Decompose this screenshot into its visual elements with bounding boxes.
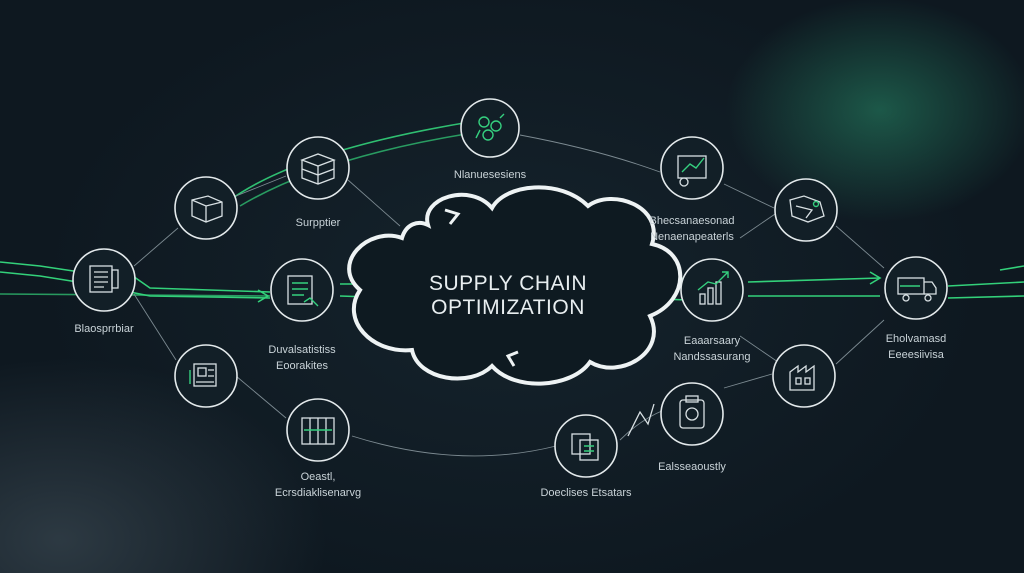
node-label: Nlanuesesiens [454,169,527,181]
node-label-line2: Ecrsdiaklisenarvg [275,487,361,499]
node-label: Blaosprrbiar [74,323,134,335]
node-sustainability[interactable]: Ealsseaoustly [627,382,726,473]
node-label-line1: Duvalsatistiss [268,344,336,356]
clipboard-icon [679,395,705,429]
logistics-map-icon [789,195,825,223]
shipment-boxes-icon [191,195,223,223]
node-data-analytics[interactable]: Duvalsatistiss Eoorakites [268,258,336,372]
stacked-boxes-icon [300,153,336,185]
node-supplier[interactable]: Surpptier [286,136,350,229]
inventory-shelves-icon [301,417,335,445]
node-label: Ealsseaoustly [658,461,726,473]
node-logistics-map[interactable] [774,178,838,242]
node-label-line2: Eeeesiivisa [888,349,945,361]
node-demand-management[interactable]: Bhecsanaesonad Nenaenapeaterls [649,136,735,243]
node-label: Doeclises Etsatars [540,487,632,499]
analytics-globe-icon [677,155,707,187]
node-inventory-management[interactable]: Eaaarsaary Nandssasurang [673,258,751,363]
document-list-icon [89,265,119,293]
node-label-line1: Eaaarsaary [684,335,741,347]
node-label: Surpptier [296,217,341,229]
node-label-line2: Nenaenapeaterls [650,231,734,243]
node-shipment[interactable] [174,176,238,240]
bar-chart-growth-icon [697,271,729,305]
node-factory[interactable] [772,344,836,408]
stacked-documents-icon [571,433,599,461]
central-cloud: SUPPLY CHAIN OPTIMIZATION [347,185,683,386]
node-label-line2: Eoorakites [276,360,328,372]
puzzle-network-icon [475,113,505,141]
checklist-icon [287,275,319,307]
node-inventory[interactable]: Oeastl, Ecrsdiaklisenarvg [275,398,361,499]
node-manufacturer[interactable]: Nlanuesesiens [454,98,527,181]
factory-icon [789,364,815,391]
node-distributor[interactable]: Blaosprrbiar [72,248,136,335]
node-label-line1: Bhecsanaesonad [649,215,734,227]
connector-lines [133,134,885,457]
node-warehouse[interactable] [174,344,238,408]
diagram-title-line2: OPTIMIZATION [431,296,585,319]
node-label-line2: Nandssasurang [673,351,750,363]
warehouse-machine-icon [189,363,217,387]
node-label-line1: Oeastl, [301,471,336,483]
delivery-truck-icon [897,277,937,302]
node-label-line1: Eholvamasd [886,333,947,345]
decorative-sparkline [627,403,655,437]
node-delivery[interactable]: Eholvamasd Eeeesiivisa [884,256,948,361]
node-document-systems[interactable]: Doeclises Etsatars [540,414,632,499]
diagram-title-line1: SUPPLY CHAIN [429,272,587,295]
